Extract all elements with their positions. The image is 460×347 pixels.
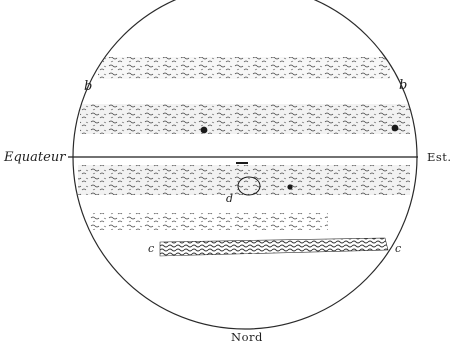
label-c-left: c — [148, 242, 154, 255]
band-south-tropical — [88, 213, 328, 230]
spot-left — [201, 127, 208, 134]
label-equator: Equateur — [3, 150, 66, 165]
label-c-right: c — [395, 242, 401, 255]
spot-lower — [287, 184, 292, 189]
label-b-right: b — [399, 78, 407, 93]
label-east: Est. — [427, 150, 452, 164]
spot-right — [392, 125, 399, 132]
label-north: Nord — [231, 330, 263, 344]
label-b-left: b — [84, 79, 92, 94]
label-spot-d: d — [226, 192, 233, 205]
planet-disc — [73, 0, 417, 329]
